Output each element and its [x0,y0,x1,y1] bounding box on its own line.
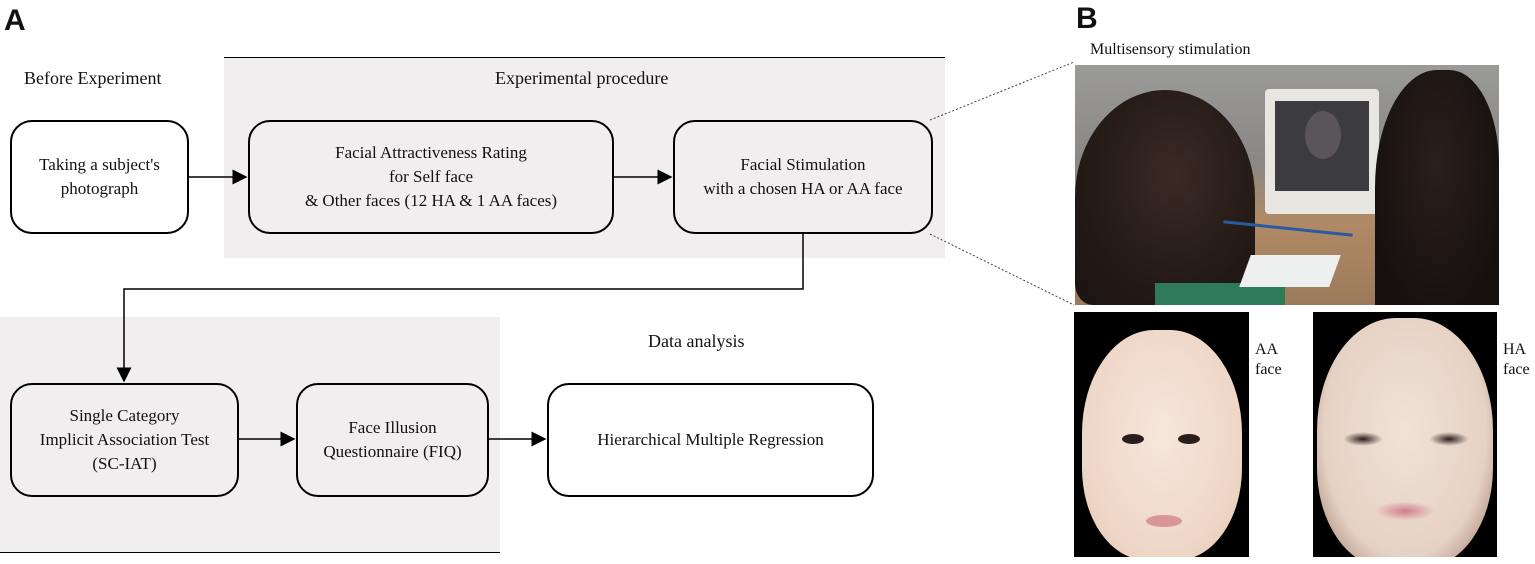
box-taking-photograph: Taking a subject's photograph [10,120,189,234]
aa-face-photo [1074,312,1249,557]
box-line: (SC-IAT) [92,454,157,473]
subject-shirt [1155,283,1285,305]
multisensory-stimulation-photo [1075,65,1499,305]
panel-b-letter: B [1076,2,1098,35]
box-line: Single Category [69,406,180,425]
before-experiment-heading: Before Experiment [24,68,162,88]
data-analysis-heading: Data analysis [648,331,745,351]
box-line: Taking a subject's [39,155,160,174]
box-line: with a chosen HA or AA face [703,179,903,198]
box-line: photograph [60,179,139,198]
box-line: Face Illusion [348,418,437,437]
label-line: AA [1255,341,1279,358]
box-line: Facial Attractiveness Rating [335,143,527,162]
panel-a-letter: A [4,4,26,37]
keyboard [1239,255,1341,287]
box-line: for Self face [388,167,473,186]
box-line: & Other faces (12 HA & 1 AA faces) [304,191,558,210]
experimenter-head [1375,70,1499,305]
box-attractiveness-rating: Facial Attractiveness Rating for Self fac… [248,120,614,234]
experimental-procedure-heading: Experimental procedure [495,68,669,88]
ha-face-label: HA face [1503,340,1530,380]
box-line: Facial Stimulation [740,155,866,174]
zoom-guide [929,233,1075,306]
multisensory-title: Multisensory stimulation [1090,41,1251,58]
arrow [116,234,804,383]
monitor [1265,89,1379,214]
ha-face-photo [1313,312,1497,557]
aa-face-label: AA face [1255,340,1282,380]
label-line: HA [1503,341,1527,358]
label-line: face [1255,361,1282,378]
box-line: Questionnaire (FIQ) [323,442,462,461]
box-line: Implicit Association Test [39,430,210,449]
box-line: Hierarchical Multiple Regression [597,430,824,449]
zoom-guide [929,61,1075,121]
box-hierarchical-regression: Hierarchical Multiple Regression [547,383,874,497]
box-facial-stimulation: Facial Stimulation with a chosen HA or AA… [673,120,933,234]
subject-head [1075,90,1255,305]
label-line: face [1503,361,1530,378]
